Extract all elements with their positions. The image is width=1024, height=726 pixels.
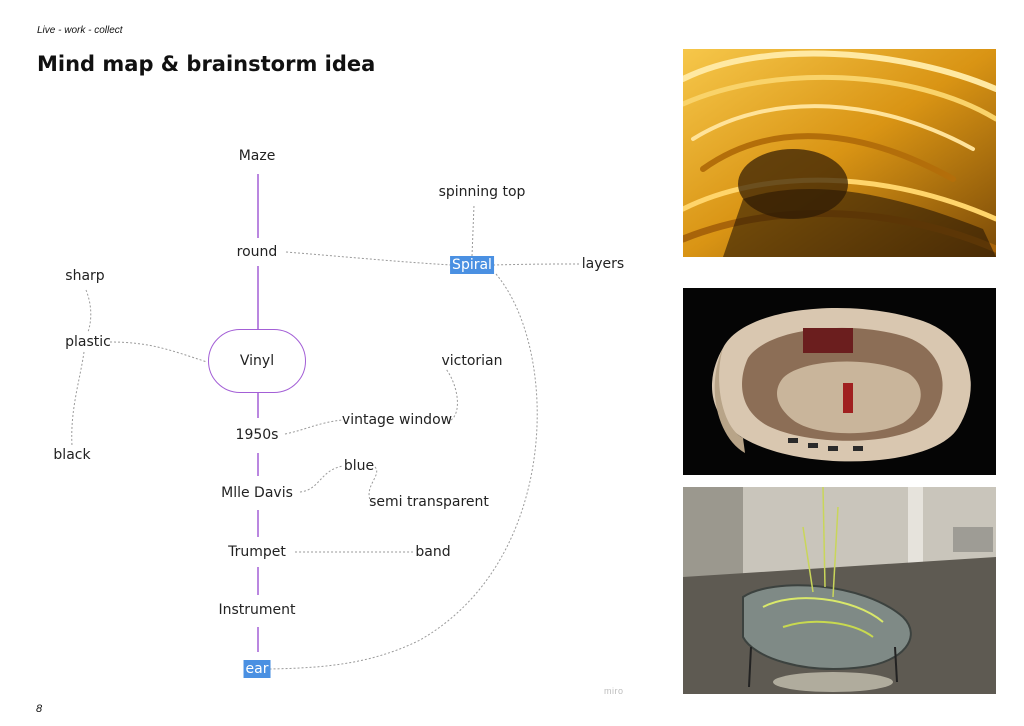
node-instrument[interactable]: Instrument [218,602,296,618]
page-subtitle: Live - work - collect [37,25,123,36]
node-1950s[interactable]: 1950s [235,427,279,443]
photo-gallery-installation [683,487,996,694]
connector-vintage-victorian [445,368,458,421]
node-layers[interactable]: layers [581,256,625,272]
connector-spiral-spinning-top [471,204,475,257]
node-plastic[interactable]: plastic [65,334,111,350]
node-trumpet[interactable]: Trumpet [228,544,286,560]
node-black[interactable]: black [53,447,91,463]
connector-spiral-layers [492,263,581,266]
connector-plastic-black [71,351,85,447]
node-victorian[interactable]: victorian [441,353,503,369]
node-sharp[interactable]: sharp [65,268,105,284]
photo-golden-curved-hall [683,49,996,257]
node-band[interactable]: band [415,544,451,560]
connector-round-spiral [285,251,453,266]
node-semi-transparent[interactable]: semi transparent [369,494,489,510]
mind-map-connectors [71,174,581,670]
node-round[interactable]: round [236,244,278,260]
node-blue[interactable]: blue [343,458,375,474]
connector-davis-blue [299,465,344,493]
page-number: 8 [36,703,43,715]
photo-stadium-model [683,288,996,475]
connector-spiral-ear [269,273,538,670]
node-spiral[interactable]: Spiral [450,256,494,274]
connector-sharp-plastic [85,289,92,333]
miro-watermark: miro [604,686,624,696]
node-ear[interactable]: ear [243,660,271,678]
root-label: Vinyl [239,353,275,369]
connector-plastic-vinyl [109,341,208,363]
node-vintage-window[interactable]: vintage window [341,412,453,428]
node-maze[interactable]: Maze [238,148,276,164]
page-title: Mind map & brainstorm idea [37,52,376,76]
mind-map: Maze round spinning top Spiral layers sh… [53,148,625,696]
node-root-vinyl[interactable]: Vinyl [208,329,306,393]
node-mlle-davis[interactable]: Mlle Davis [221,485,293,501]
node-spinning-top[interactable]: spinning top [438,184,526,200]
connector-1950s-vintage [284,419,344,435]
